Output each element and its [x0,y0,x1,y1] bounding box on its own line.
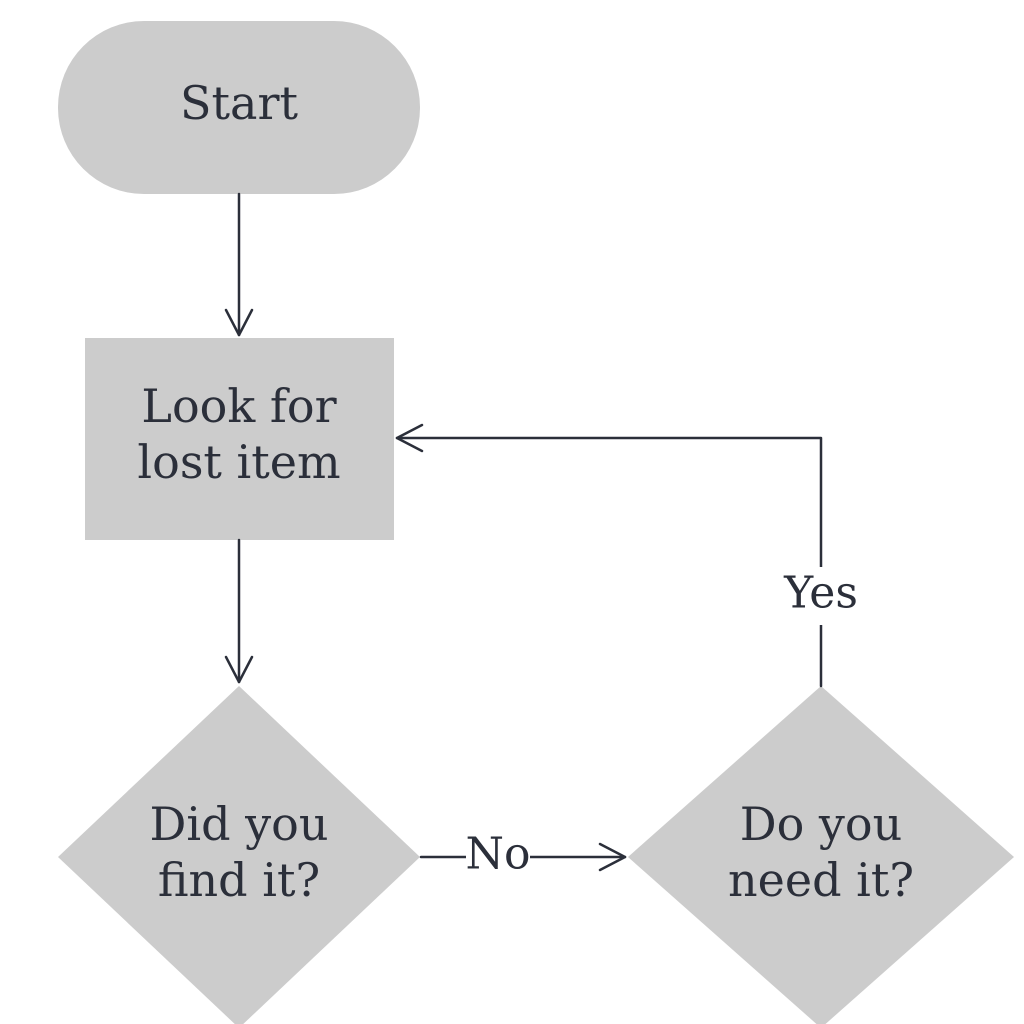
connector-start-to-look [224,192,254,337]
connector-line [395,436,823,688]
need-label-line2: need it? [728,853,914,907]
look-label-line1: Look for [141,379,336,433]
arrowhead-right-icon [598,842,627,872]
arrowhead-down-icon [224,308,254,337]
connector-look-to-found [224,538,254,684]
need-decision-shape [628,686,1014,1024]
found-label-line2: find it? [158,853,320,907]
look-label-line2: lost item [137,435,340,489]
connector-need-to-look: Yes [395,423,862,688]
need-label-line1: Do you [740,797,903,851]
found-label-line1: Did you [150,797,329,851]
no-edge-label: No [466,829,531,880]
start-node: Start [58,21,420,194]
no-label-background [466,830,530,884]
start-terminator-shape [58,21,420,194]
connector-found-to-need: No [419,829,627,884]
do-you-need-it-node: Do you need it? [628,686,1014,1024]
yes-edge-label: Yes [783,568,858,619]
arrowhead-down-icon [224,655,254,684]
start-label: Start [180,76,298,130]
yes-label-background [780,567,862,625]
arrowhead-left-icon [395,423,424,453]
found-decision-shape [58,686,420,1024]
did-you-find-it-node: Did you find it? [58,686,420,1024]
look-for-lost-item-node: Look for lost item [85,338,394,540]
look-process-shape [85,338,394,540]
